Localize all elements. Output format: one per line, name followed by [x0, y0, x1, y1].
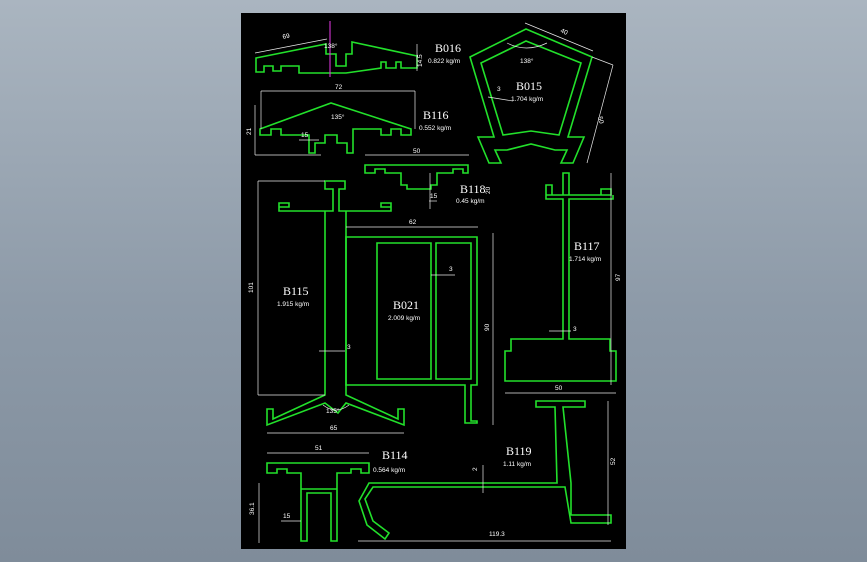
- b119-dim-2: 2: [472, 467, 479, 471]
- b114-weight: 0.564 kg/m: [373, 467, 405, 474]
- b015-dim-line-2: [586, 64, 614, 164]
- profile-b119[interactable]: 2 52 119.3 B119 1.11 kg/m: [358, 400, 617, 542]
- b015-dim-line: [524, 22, 594, 52]
- b015-angle-arc: [506, 42, 548, 49]
- b114-profile-outline: [266, 462, 370, 542]
- b116-dim-15: 15: [301, 132, 309, 139]
- profile-b021[interactable]: 62 3 90 B021 2.009 kg/m: [345, 219, 494, 425]
- b015-dim-40: 40: [559, 27, 569, 37]
- b021-dim-3: 3: [449, 266, 453, 273]
- b016-dim-angle: 138°: [324, 42, 338, 50]
- b117-dim-97: 97: [615, 273, 622, 281]
- b118-dim-20: 20: [485, 186, 492, 194]
- b021-dim-62: 62: [409, 219, 417, 226]
- b016-dim-14-5: 14.5: [417, 54, 424, 67]
- b117-profile-outline: [504, 172, 617, 382]
- b114-dim-15: 15: [283, 513, 291, 520]
- b021-title: B021: [393, 298, 419, 312]
- b015-dim-3: 3: [497, 86, 501, 93]
- b015-dim-line-3: [487, 96, 514, 102]
- b117-dim-50: 50: [555, 385, 563, 392]
- b115-weight: 1.915 kg/m: [277, 301, 309, 308]
- b021-profile-outline: [345, 236, 478, 424]
- b115-title: B115: [283, 284, 309, 298]
- b021-profile-inner-right: [435, 242, 472, 380]
- b117-weight: 1.714 kg/m: [569, 256, 601, 263]
- b116-title: B116: [423, 108, 449, 122]
- b119-dim-52: 52: [610, 457, 617, 465]
- profile-b118[interactable]: 50 15 20 B118 0.45 kg/m: [364, 148, 492, 209]
- b118-weight: 0.45 kg/m: [456, 198, 485, 205]
- b015-dim-50: 50: [596, 116, 605, 125]
- b015-weight: 1.704 kg/m: [511, 96, 543, 103]
- drawing-canvas: 69 138° 14.5 B016 0.822 kg/m 40 138° 3 5…: [246, 21, 622, 543]
- b114-title: B114: [382, 448, 408, 462]
- b116-profile-outline: [259, 102, 412, 154]
- b116-weight: 0.552 kg/m: [419, 125, 451, 132]
- b119-profile-outline: [358, 400, 612, 541]
- b116-dim-21: 21: [246, 127, 253, 135]
- b015-title: B015: [516, 79, 542, 93]
- b021-dim-90: 90: [484, 323, 491, 331]
- b115-dim-101: 101: [248, 282, 255, 293]
- profile-b117[interactable]: 97 3 50 B117 1.714 kg/m: [504, 172, 622, 394]
- b115-dim-3: 3: [347, 344, 351, 351]
- b021-weight: 2.009 kg/m: [388, 315, 420, 322]
- b119-weight: 1.11 kg/m: [503, 461, 531, 468]
- b116-dim-72: 72: [335, 84, 343, 91]
- profile-b115[interactable]: 101 3 135° 65 B115 1.915 kg/m: [248, 180, 405, 434]
- b117-dim-3: 3: [573, 326, 577, 333]
- b118-profile-outline: [364, 164, 469, 190]
- b117-title: B117: [574, 239, 600, 253]
- profile-b015[interactable]: 40 138° 3 50 B015 1.704 kg/m: [469, 22, 614, 164]
- b118-dim-15: 15: [430, 193, 438, 200]
- b114-dim-51: 51: [315, 445, 323, 452]
- b118-dim-50: 50: [413, 148, 421, 155]
- drawing-sheet: 69 138° 14.5 B016 0.822 kg/m 40 138° 3 5…: [241, 13, 626, 549]
- b016-weight: 0.822 kg/m: [428, 58, 460, 65]
- b015-profile-outline: [469, 28, 593, 164]
- b115-dim-65: 65: [330, 425, 338, 432]
- b118-title: B118: [460, 182, 486, 196]
- b016-title: B016: [435, 41, 461, 55]
- profile-b114[interactable]: 51 36.1 15 B114 0.564 kg/m: [249, 445, 408, 543]
- b114-dim-36-1: 36.1: [249, 502, 256, 515]
- profile-b116[interactable]: 72 135° 15 21 B116 0.552 kg/m: [246, 84, 451, 156]
- profile-b016[interactable]: 69 138° 14.5 B016 0.822 kg/m: [254, 21, 461, 77]
- b016-profile-outline: [255, 41, 418, 74]
- b015-profile-inner: [480, 40, 582, 136]
- b015-dim-angle: 138°: [520, 57, 534, 65]
- b021-profile-inner-left: [376, 242, 432, 380]
- b115-profile-outline: [266, 180, 405, 427]
- b119-title: B119: [506, 444, 532, 458]
- b116-dim-angle: 135°: [331, 113, 345, 121]
- b115-angle-arc: [322, 404, 350, 411]
- b119-dim-119-3: 119.3: [489, 531, 505, 538]
- b016-dim-69: 69: [282, 33, 291, 41]
- b016-dim-line: [254, 38, 328, 54]
- b015-dim-ext: [591, 56, 614, 66]
- b115-dim-angle: 135°: [326, 407, 340, 415]
